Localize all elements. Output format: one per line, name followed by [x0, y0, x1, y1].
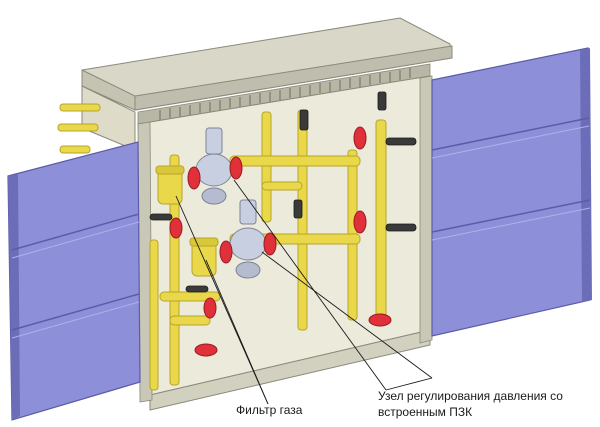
cabinet-roof — [81, 17, 453, 111]
gas-filter-lower — [189, 237, 219, 277]
valve-handles — [149, 91, 417, 293]
left-door — [7, 141, 141, 421]
callout-leader-lines — [175, 179, 433, 405]
gas-filter-upper — [155, 165, 185, 205]
cabinet-frame — [137, 75, 433, 403]
ventilation-louvres — [137, 63, 431, 125]
pressure-regulator-upper — [195, 127, 233, 205]
inlet-pipes — [57, 103, 101, 154]
pressure-regulator-label-line1: Узел регулирования давления со — [378, 389, 563, 403]
pressure-regulator-label: Узел регулирования давления со встроенны… — [378, 388, 563, 420]
gas-filter-label: Фильтр газа — [236, 403, 303, 417]
piping — [149, 109, 387, 391]
pressure-regulator-label-line2: встроенным ПЗК — [378, 405, 473, 419]
flanges — [169, 126, 392, 357]
right-door — [431, 47, 592, 337]
